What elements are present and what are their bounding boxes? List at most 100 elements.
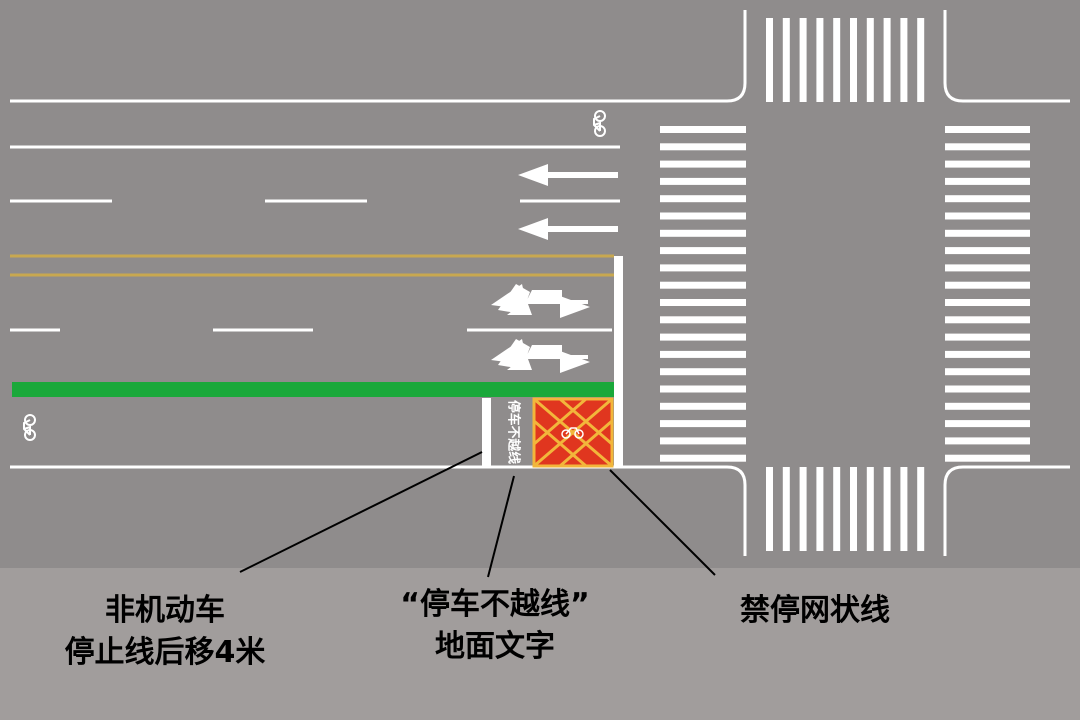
- caption-non-motor-stop-line: 非机动车 停止线后移4米: [20, 590, 310, 674]
- crosswalk-stripe: [660, 316, 746, 324]
- crosswalk-stripe: [660, 229, 746, 237]
- westbound-arrows: [518, 164, 618, 240]
- caption-middle-line1: “停车不越线”: [400, 587, 590, 622]
- leader-line-left: [239, 451, 483, 573]
- crosswalk-stripe: [945, 281, 1030, 289]
- crosswalk-stripe: [833, 18, 841, 102]
- crosswalk-stripe: [660, 437, 746, 445]
- crosswalk-stripe: [945, 177, 1030, 185]
- crosswalk-stripe: [660, 195, 746, 203]
- crosswalk-stripe: [660, 420, 746, 428]
- crosswalk-stripe: [917, 467, 925, 551]
- crosswalk-stripe: [660, 247, 746, 255]
- crosswalk-stripe: [782, 18, 790, 102]
- crosswalk-stripe: [660, 333, 746, 341]
- leader-line-right: [609, 469, 716, 576]
- crosswalk-stripe: [766, 18, 773, 102]
- crosswalk-stripe: [833, 467, 841, 551]
- crosswalk-stripe: [945, 385, 1030, 393]
- crosswalk-stripe: [660, 299, 746, 306]
- crosswalk-stripe: [945, 333, 1030, 341]
- crosswalk-stripe: [660, 160, 746, 168]
- crosswalk-stripe: [816, 18, 824, 102]
- crosswalk-stripe: [816, 467, 824, 551]
- crosswalk-stripe: [660, 454, 746, 462]
- crosswalk-stripe: [883, 467, 891, 551]
- caption-right-line1: 禁停网状线: [740, 593, 890, 628]
- crosswalk-stripe: [660, 143, 746, 151]
- crosswalk-west: [660, 126, 746, 462]
- no-stop-hatched-box: [532, 397, 614, 468]
- edge-top-left: [10, 10, 747, 103]
- leader-line-middle: [487, 475, 515, 578]
- crosswalk-stripe: [866, 467, 874, 551]
- crosswalk-stripe: [945, 229, 1030, 237]
- crosswalk-stripe: [945, 160, 1030, 168]
- crosswalk-stripe: [660, 126, 746, 133]
- eastbound-arrows: [491, 284, 590, 373]
- crosswalk-stripe: [660, 212, 746, 220]
- caption-left-line1: 非机动车: [105, 593, 225, 628]
- crosswalk-stripe: [850, 18, 857, 102]
- crosswalk-stripe: [945, 126, 1030, 133]
- crosswalk-stripe: [945, 368, 1030, 376]
- bicycle-icon: [23, 414, 36, 441]
- non-motor-stop-line: [482, 398, 491, 467]
- crosswalk-north: [766, 18, 925, 102]
- crosswalk-stripe: [660, 350, 746, 358]
- edge-bottom-right: [943, 465, 1070, 556]
- crosswalk-stripe: [900, 467, 908, 551]
- crosswalk-stripe: [945, 316, 1030, 324]
- crosswalk-stripe: [660, 402, 746, 410]
- crosswalk-stripe: [945, 402, 1030, 410]
- caption-pavement-text: “停车不越线” 地面文字: [365, 584, 625, 668]
- crosswalk-stripe: [945, 437, 1030, 445]
- crosswalk-stripe: [850, 467, 857, 551]
- crosswalk-south: [766, 467, 925, 551]
- caption-band: [0, 568, 1080, 720]
- caption-left-line2: 停止线后移4米: [64, 635, 266, 670]
- pavement-text: 停车不越线: [506, 400, 522, 464]
- caption-no-stop-box: 禁停网状线: [690, 590, 940, 632]
- lane-lines: [10, 145, 620, 332]
- crosswalk-stripe: [945, 454, 1030, 462]
- crosswalk-stripe: [945, 247, 1030, 255]
- crosswalk-stripe: [866, 18, 874, 102]
- crosswalk-stripe: [799, 467, 807, 551]
- crosswalk-stripe: [660, 281, 746, 289]
- crosswalk-stripe: [945, 212, 1030, 220]
- crosswalk-stripe: [883, 18, 891, 102]
- arrow-turn-left-straight-icon: [491, 284, 590, 318]
- caption-middle-line2: 地面文字: [435, 629, 555, 664]
- arrow-turn-left-straight-icon: [491, 339, 590, 373]
- leader-lines: [239, 451, 716, 578]
- crosswalk-stripe: [945, 299, 1030, 306]
- center-double-yellow: [10, 254, 614, 277]
- crosswalk-east: [945, 126, 1030, 462]
- crosswalk-stripe: [766, 467, 773, 551]
- crosswalk-stripe: [945, 143, 1030, 151]
- crosswalk-stripe: [660, 264, 746, 272]
- arrow-left-icon: [518, 218, 618, 240]
- arrow-left-icon: [518, 164, 618, 186]
- edge-bottom-left: [10, 465, 747, 556]
- bicycle-icon: [593, 110, 606, 137]
- crosswalk-stripe: [660, 368, 746, 376]
- crosswalk-stripe: [945, 264, 1030, 272]
- crosswalk-stripe: [945, 195, 1030, 203]
- crosswalk-stripe: [782, 467, 790, 551]
- crosswalk-stripe: [660, 177, 746, 185]
- crosswalk-stripe: [900, 18, 908, 102]
- bike-lane-separator: [12, 382, 614, 397]
- motor-stop-line: [614, 256, 623, 467]
- road-edges: [10, 10, 1070, 556]
- bicycle-icon: [561, 427, 584, 439]
- crosswalk-stripe: [799, 18, 807, 102]
- crosswalk-stripe: [660, 385, 746, 393]
- bicycle-icons: [23, 110, 606, 441]
- edge-top-right: [943, 10, 1070, 103]
- crosswalk-stripe: [945, 420, 1030, 428]
- crosswalk-stripe: [917, 18, 925, 102]
